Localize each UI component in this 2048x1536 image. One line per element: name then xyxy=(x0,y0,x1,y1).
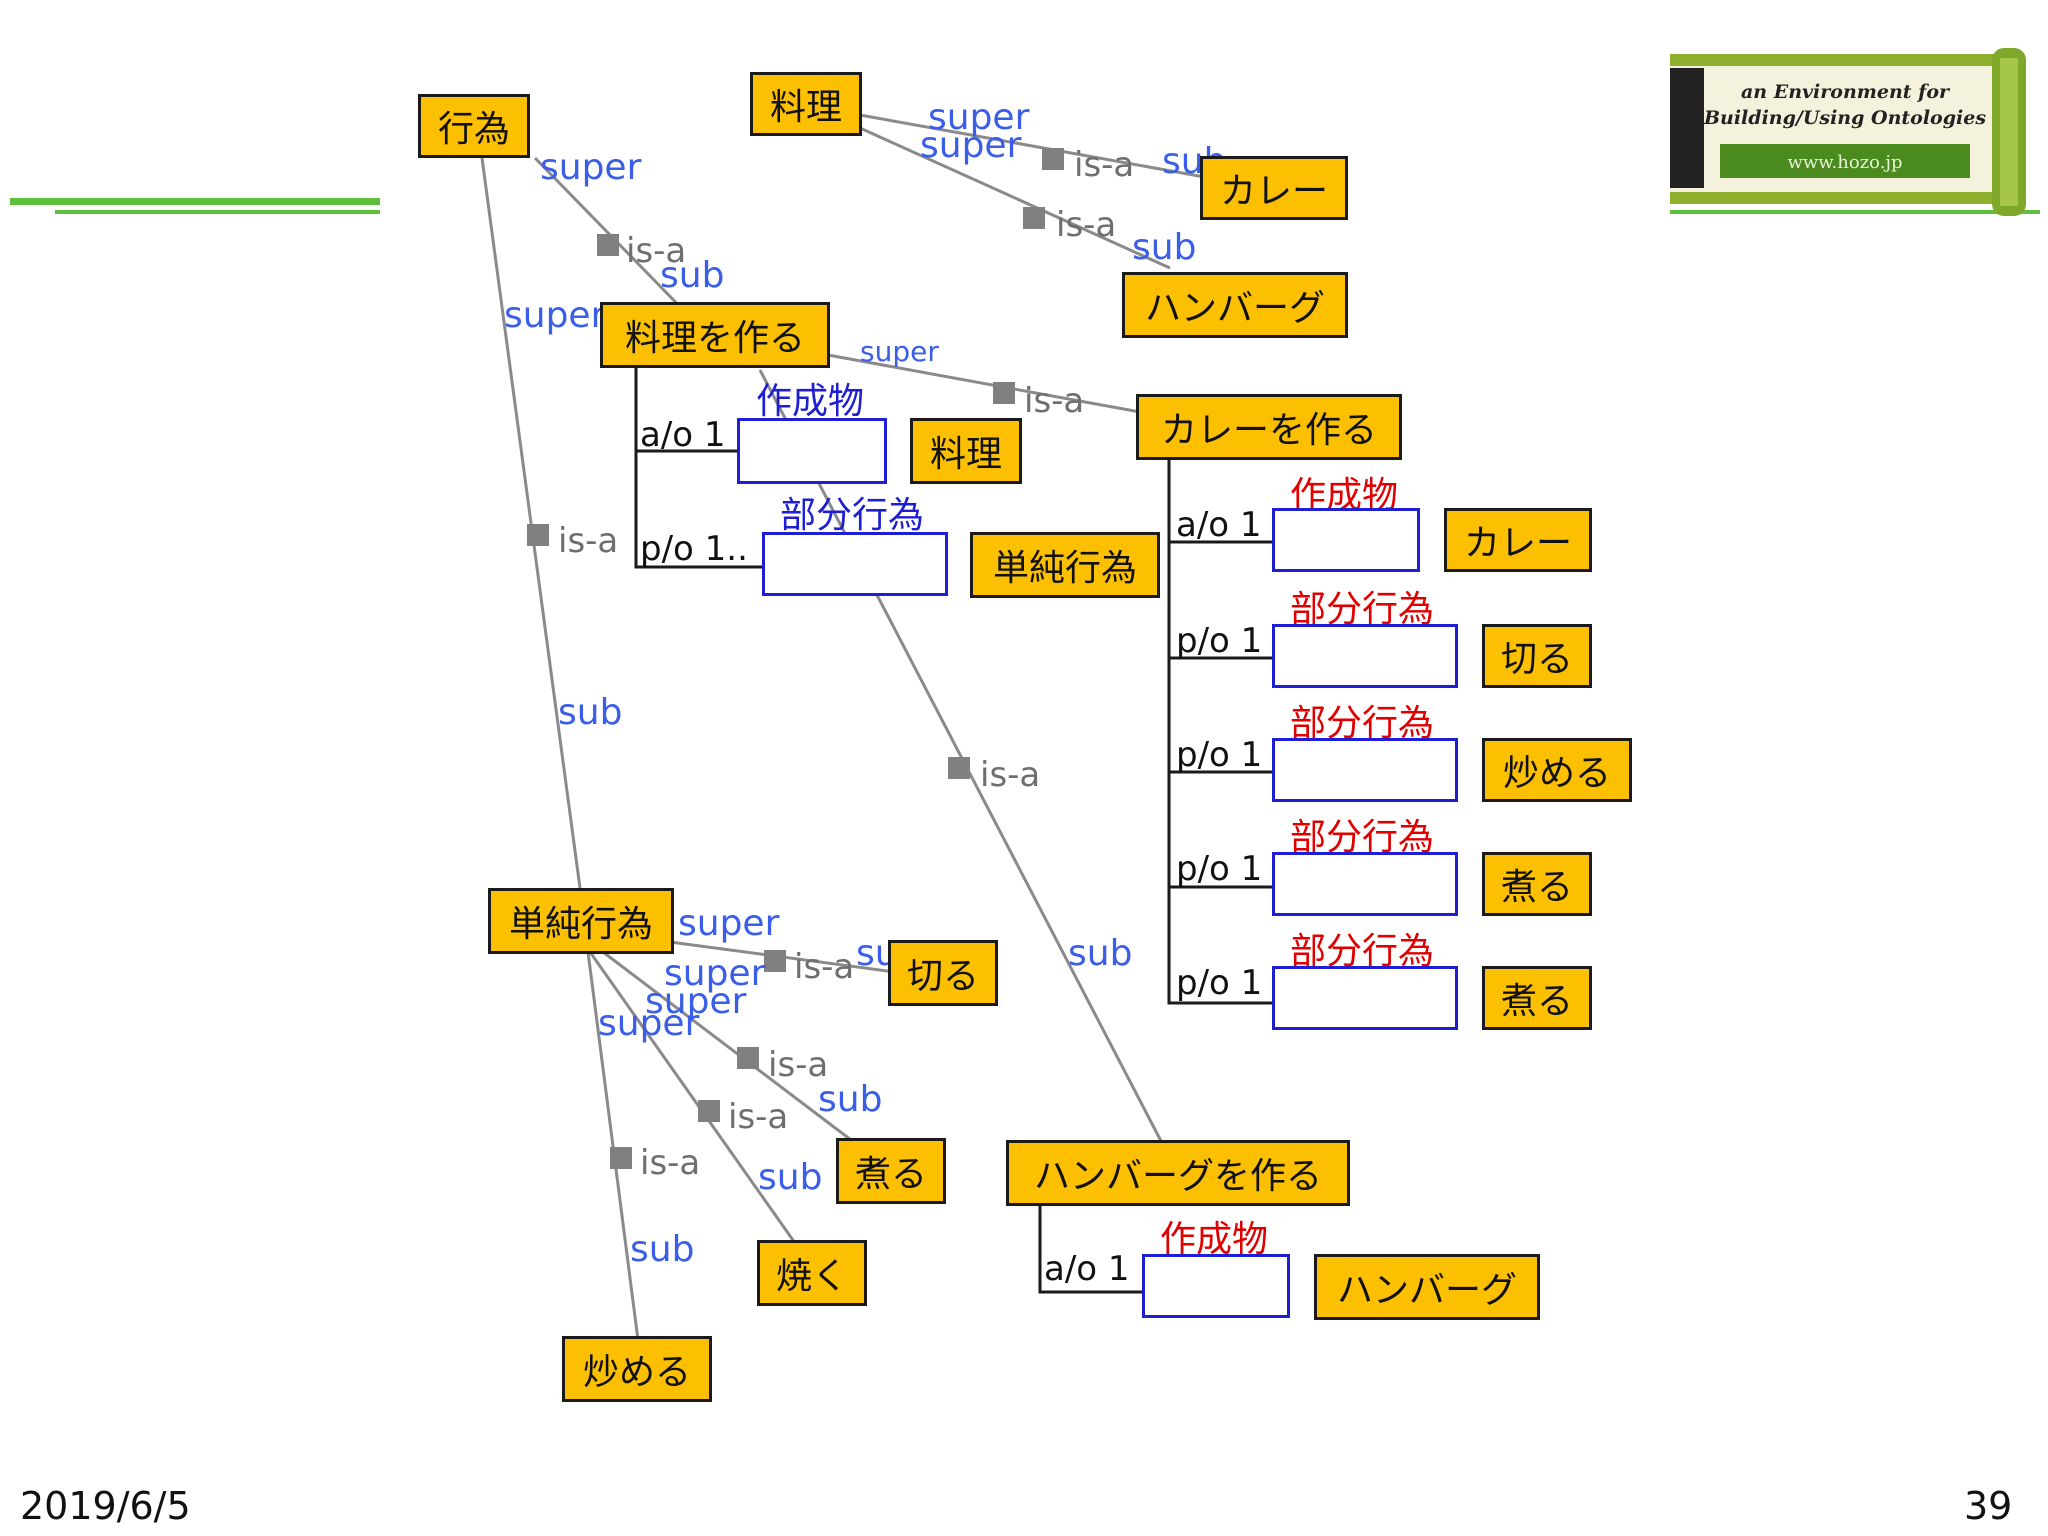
concept-curry-value[interactable]: カレー xyxy=(1444,508,1592,572)
label-super: super xyxy=(860,335,939,368)
concept-curry[interactable]: カレー xyxy=(1200,156,1348,220)
label-sub: sub xyxy=(758,1157,823,1198)
label-isa: is-a xyxy=(1074,145,1135,185)
label-isa: is-a xyxy=(558,521,619,561)
label-sub: sub xyxy=(1132,227,1197,268)
concept-ryouri-wo-tsukuru[interactable]: 料理を作る xyxy=(600,302,830,368)
slot-role: 部分行為 xyxy=(1290,931,1435,972)
concept-niru-value[interactable]: 煮る xyxy=(1482,966,1592,1030)
part-of-brackets xyxy=(634,366,1275,1294)
label-super: super xyxy=(678,903,780,944)
slot-cardinality: a/o 1 xyxy=(640,415,726,455)
label-isa: is-a xyxy=(626,231,687,271)
concept-hamburg-wo-tsukuru[interactable]: ハンバーグを作る xyxy=(1006,1140,1350,1206)
concept-kiru[interactable]: 切る xyxy=(888,940,998,1006)
slot-box xyxy=(1142,1254,1290,1318)
concept-tanjun-koui[interactable]: 単純行為 xyxy=(488,888,674,954)
slot-box xyxy=(737,418,887,484)
slot-cardinality: p/o 1 xyxy=(1176,621,1263,661)
slot-box xyxy=(1272,966,1458,1030)
label-sub: sub xyxy=(558,692,623,733)
slot-box xyxy=(1272,852,1458,916)
logo-tagline-2: Building/Using Ontologies xyxy=(1703,107,1986,129)
label-super: super xyxy=(598,1003,700,1044)
slot-box xyxy=(1272,738,1458,802)
slot-role: 作成物 xyxy=(1160,1219,1269,1260)
slot-cardinality: p/o 1 xyxy=(1176,735,1263,775)
slot-box xyxy=(1272,624,1458,688)
logo-url: www.hozo.jp xyxy=(1787,152,1902,173)
header-rule-top xyxy=(10,198,380,205)
label-sub: sub xyxy=(660,255,725,296)
concept-hamburg-value[interactable]: ハンバーグ xyxy=(1314,1254,1540,1320)
label-sub: sub xyxy=(818,1079,883,1120)
logo-tagline-1: an Environment for xyxy=(1741,81,1951,103)
header-rule-bottom xyxy=(55,210,380,214)
concept-niru-value[interactable]: 煮る xyxy=(1482,852,1592,916)
concept-itameru[interactable]: 炒める xyxy=(562,1336,712,1402)
label-sub: sub xyxy=(1068,933,1133,974)
concept-tanjun-koui-value[interactable]: 単純行為 xyxy=(970,532,1160,598)
slot-box xyxy=(1272,508,1420,572)
label-isa: is-a xyxy=(794,947,855,987)
slot-cardinality: p/o 1 xyxy=(1176,849,1263,889)
label-isa: is-a xyxy=(1024,381,1085,421)
label-sub: sub xyxy=(630,1229,695,1270)
hozo-logo: an Environment for Building/Using Ontolo… xyxy=(1670,48,2026,216)
slot-cardinality: p/o 1 xyxy=(1176,963,1263,1003)
label-super: super xyxy=(928,97,1030,138)
concept-kiru-value[interactable]: 切る xyxy=(1482,624,1592,688)
concept-ryouri-value[interactable]: 料理 xyxy=(910,418,1022,484)
label-isa: is-a xyxy=(1056,205,1117,245)
slot-box xyxy=(762,532,948,596)
label-isa: is-a xyxy=(980,755,1041,795)
label-isa: is-a xyxy=(640,1143,701,1183)
slot-role: 部分行為 xyxy=(1290,817,1435,858)
isa-links xyxy=(480,113,1211,1341)
slot-role: 作成物 xyxy=(1290,475,1399,516)
label-super: super xyxy=(664,953,766,994)
slot-role: 部分行為 xyxy=(1290,703,1435,744)
concept-curry-wo-tsukuru[interactable]: カレーを作る xyxy=(1136,394,1402,460)
concept-itameru-value[interactable]: 炒める xyxy=(1482,738,1632,802)
label-isa: is-a xyxy=(768,1045,829,1085)
slot-role: 作成物 xyxy=(756,381,865,422)
slot-cardinality: a/o 1 xyxy=(1044,1249,1130,1289)
slot-cardinality: p/o 1.. xyxy=(640,529,748,569)
label-isa: is-a xyxy=(728,1097,789,1137)
slot-role: 部分行為 xyxy=(1290,589,1435,630)
isa-nodes xyxy=(527,148,1064,1169)
label-super: super xyxy=(504,295,606,336)
label-super: super xyxy=(645,981,747,1022)
concept-hamburg[interactable]: ハンバーグ xyxy=(1122,272,1348,338)
concept-ryouri[interactable]: 料理 xyxy=(750,72,862,136)
concept-koui[interactable]: 行為 xyxy=(418,94,530,158)
header-rule-right xyxy=(1670,210,2040,214)
page-number: 39 xyxy=(1964,1484,2013,1528)
slot-role: 部分行為 xyxy=(780,495,925,536)
concept-niru[interactable]: 煮る xyxy=(836,1138,946,1204)
footer-date: 2019/6/5 xyxy=(20,1484,191,1528)
label-super: super xyxy=(540,147,642,188)
label-super: super xyxy=(920,125,1022,166)
slot-cardinality: a/o 1 xyxy=(1176,505,1262,545)
concept-yaku[interactable]: 焼く xyxy=(757,1240,867,1306)
